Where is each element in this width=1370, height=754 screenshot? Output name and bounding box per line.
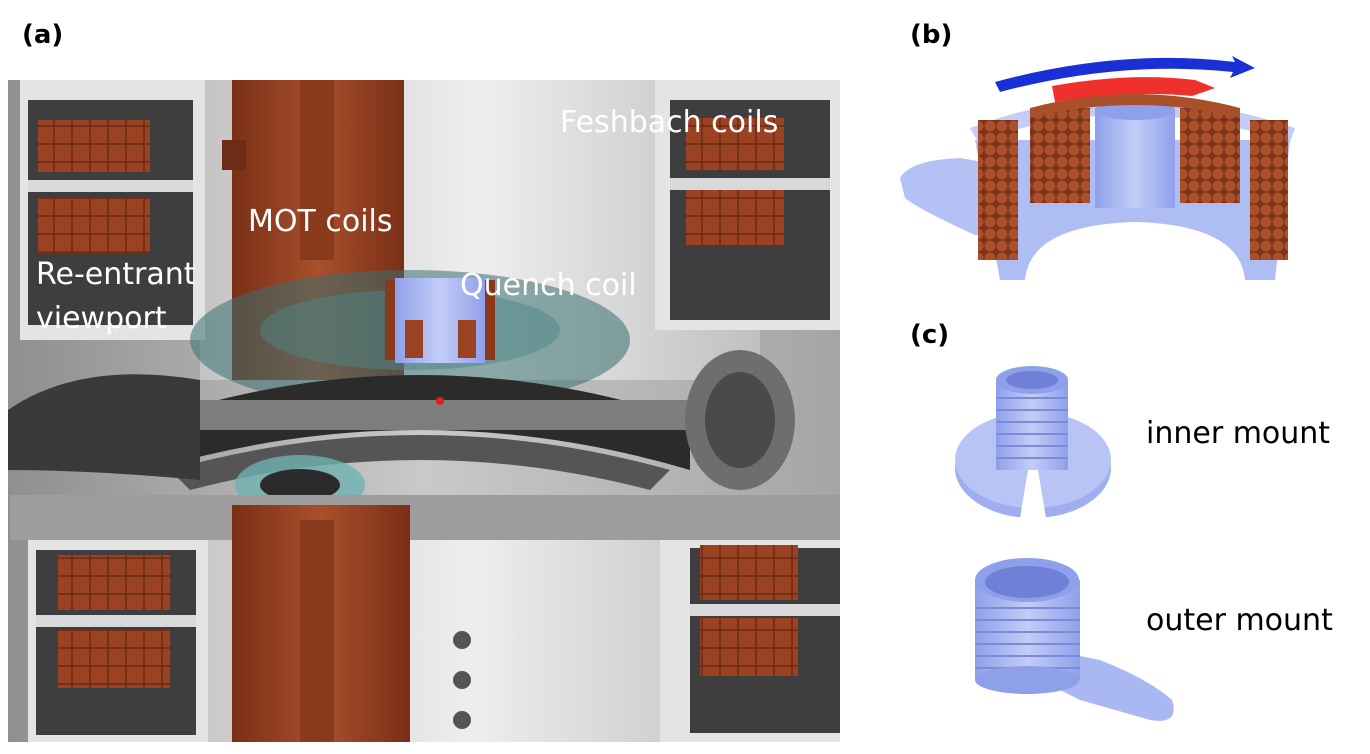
label-feshbach-coils: Feshbach coils	[560, 105, 779, 140]
rotation-arrow-red	[1052, 77, 1215, 102]
label-reentrant-viewport-line2: viewport	[36, 301, 167, 336]
inner-coil-winding-left	[1030, 108, 1090, 203]
feshbach-coil-lower-left-top	[58, 555, 170, 610]
feshbach-coil-upper-right-bottom	[686, 190, 784, 245]
feshbach-coil-upper-right-top	[686, 118, 784, 170]
outer-mount-tab	[900, 158, 1000, 235]
atom-cloud-dot	[436, 397, 444, 405]
feshbach-coil-upper-left-bottom	[38, 198, 150, 253]
panel-b-label: (b)	[910, 20, 953, 50]
label-mot-coils: MOT coils	[248, 204, 393, 239]
label-reentrant-viewport-line1: Re-entrant	[36, 257, 196, 292]
label-inner-mount: inner mount	[1146, 416, 1331, 451]
feshbach-coil-lower-left-bottom	[58, 630, 170, 688]
panel-c-label: (c)	[910, 320, 950, 350]
outer-coil-winding-right	[1250, 120, 1288, 260]
outer-mount-handle	[1050, 650, 1174, 721]
rotation-arrow-blue	[995, 56, 1255, 92]
label-quench-coil: Quench coil	[460, 268, 637, 303]
feshbach-coil-upper-left-top	[38, 120, 150, 172]
inner-coil-winding-right	[1180, 108, 1240, 203]
inner-mount-threaded-tube	[996, 380, 1068, 470]
feshbach-coil-lower-right-top	[700, 545, 798, 600]
label-outer-mount: outer mount	[1146, 603, 1333, 638]
panel-a-label: (a)	[22, 20, 64, 50]
outer-coil-winding-left	[978, 120, 1018, 260]
feshbach-coil-lower-right-bottom	[700, 618, 798, 676]
